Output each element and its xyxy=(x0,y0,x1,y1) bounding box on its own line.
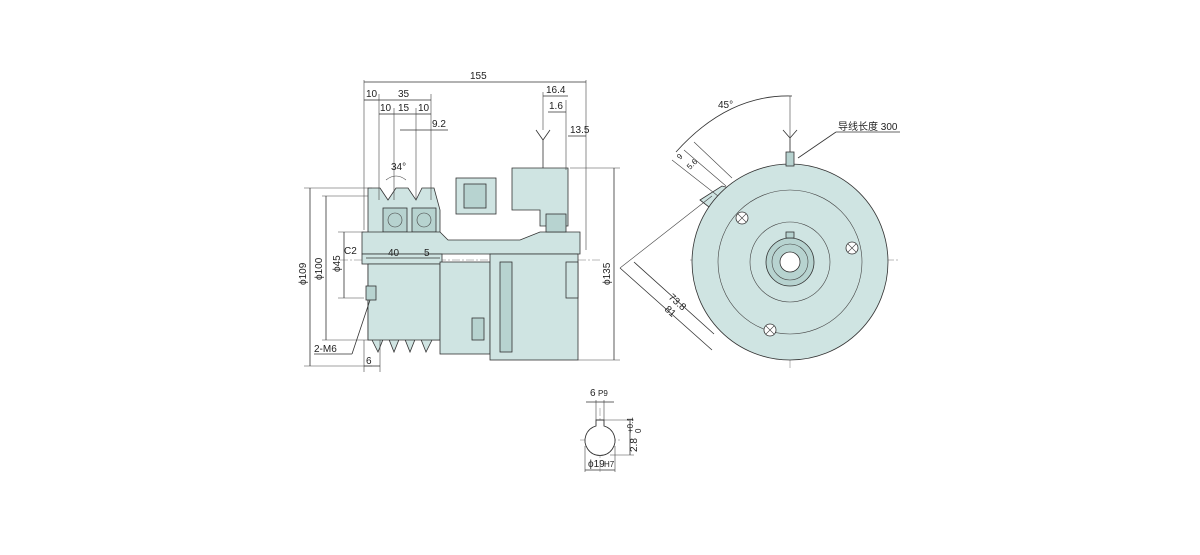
dim-c2: C2 xyxy=(344,246,357,257)
keyway-depth-tol-up: +0.1 xyxy=(626,417,635,433)
keyway-bore xyxy=(584,419,616,456)
dim-angle-34: 34° xyxy=(391,162,406,173)
keyway-detail: 6 P9 2.8 +0.1 0 ϕ19 H7 xyxy=(580,388,643,472)
dim-angle-45: 45° xyxy=(718,100,733,111)
dim-phi100: ϕ100 xyxy=(314,257,325,280)
side-top-dims: 155 10 35 10 15 10 9.2 16.4 1.6 13.5 xyxy=(363,71,590,250)
side-view: 155 10 35 10 15 10 9.2 16.4 1.6 13.5 xyxy=(298,71,620,372)
dim-16-4: 16.4 xyxy=(546,85,566,96)
bearing-top-left xyxy=(382,207,408,233)
dim-10a: 10 xyxy=(366,89,378,100)
dim-6: 6 xyxy=(366,356,372,367)
dim-1-6: 1.6 xyxy=(549,101,563,112)
screw-1-cross xyxy=(737,213,747,223)
wire-leader xyxy=(797,131,837,159)
keyway-depth: 2.8 xyxy=(629,438,640,452)
dim-10c: 10 xyxy=(418,103,430,114)
dim-15: 15 xyxy=(398,103,410,114)
bearing-ball-2 xyxy=(416,212,432,228)
dim-5: 5 xyxy=(424,248,430,259)
nut xyxy=(463,183,487,209)
friction-plate xyxy=(499,261,513,353)
front-ring-2 xyxy=(749,221,831,303)
wire-length-label: 导线长度 300 xyxy=(838,120,898,133)
dim-5-6: 5.6 xyxy=(685,157,700,172)
dim-phi135: ϕ135 xyxy=(602,262,613,285)
housing-flange xyxy=(565,261,579,299)
angle-arc-45 xyxy=(675,95,793,153)
dim-35: 35 xyxy=(398,89,410,100)
screw-3-cross xyxy=(765,325,775,335)
hub-lower xyxy=(361,253,443,265)
keyway-depth-tol-dn: 0 xyxy=(634,428,643,433)
angle-arc-34 xyxy=(385,175,407,181)
front-ring-1 xyxy=(717,189,863,335)
pulley-lower xyxy=(367,263,441,341)
dim-9: 9 xyxy=(675,152,685,162)
side-left-dims: ϕ109 ϕ100 ϕ45 C2 40 5 2-M6 6 xyxy=(298,187,440,372)
front-bore xyxy=(779,251,801,273)
bolt-head xyxy=(471,317,485,341)
dim-phi109: ϕ109 xyxy=(298,262,309,285)
dim-phi45: ϕ45 xyxy=(332,255,343,272)
front-wire-grommet xyxy=(785,151,795,167)
bearing-bracket xyxy=(545,213,567,233)
keyway-width: 6 xyxy=(590,388,596,399)
bearing-top-right xyxy=(411,207,437,233)
screw-2-cross xyxy=(847,243,857,253)
keyway-bore-tol: H7 xyxy=(604,460,615,469)
dim-2-m6: 2-M6 xyxy=(314,344,337,355)
dim-10b: 10 xyxy=(380,103,392,114)
dim-40: 40 xyxy=(388,248,400,259)
m6-hole xyxy=(365,285,377,301)
front-keyway xyxy=(785,231,795,239)
front-view: 导线长度 300 45° 9 5.6 73.8 81 xyxy=(619,95,900,370)
keyway-width-tol: P9 xyxy=(598,389,608,398)
side-right-dims: ϕ135 xyxy=(570,167,620,361)
dim-155: 155 xyxy=(470,71,487,82)
lead-wire xyxy=(535,129,551,168)
bearing-ball-1 xyxy=(387,212,403,228)
dim-13-5: 13.5 xyxy=(570,125,590,136)
keyway-bore-dia: ϕ19 xyxy=(588,459,605,470)
bracket-right xyxy=(511,167,569,227)
front-hub-ring xyxy=(771,243,809,281)
dim-9-2: 9.2 xyxy=(432,119,446,130)
